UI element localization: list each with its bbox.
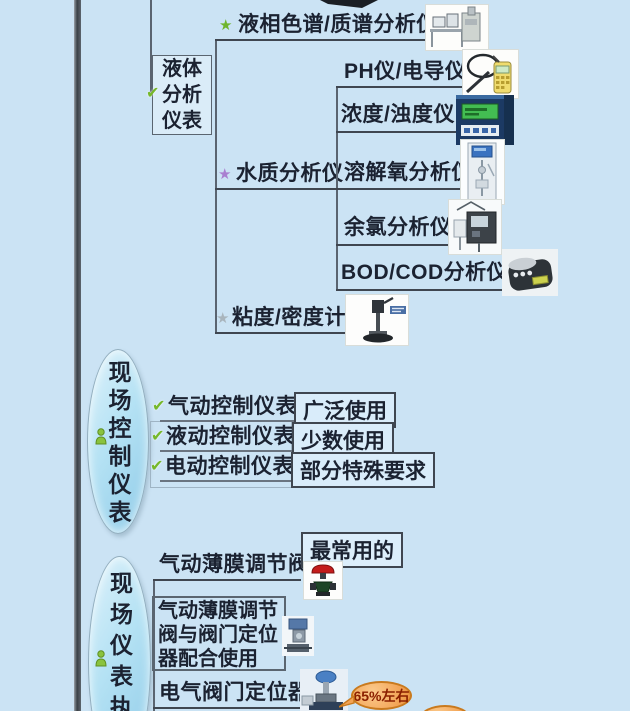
check-icon: ✔ <box>152 398 166 415</box>
subitem-residual-chlorine: 余氯分析仪 <box>344 216 452 239</box>
item-viscosity-density: 粘度/密度计 <box>232 306 346 329</box>
item-water-quality-analyzer: 水质分析仪 <box>236 162 344 185</box>
viscometer-image <box>345 294 409 346</box>
underline-bod-cod <box>336 289 502 291</box>
underline-row-hydraulic <box>160 450 292 452</box>
underline-turbidity <box>336 131 456 133</box>
row-hydraulic-control: 液动控制仪表 <box>166 425 295 448</box>
row-electric-control: 电动控制仪表 <box>165 455 294 478</box>
person-icon <box>95 650 107 667</box>
chromatograph-image <box>425 4 489 51</box>
dissolved-oxygen-analyzer-image <box>460 139 505 205</box>
callout-tail <box>339 694 355 708</box>
underline-residual-chlorine <box>336 244 448 246</box>
node-liquid-analyzer: 液体分析仪表 <box>152 55 212 135</box>
main-trunk-line <box>74 0 81 711</box>
item-lc-ms-analyzer: 液相色谱/质谱分析仪 <box>238 13 438 36</box>
callout-65-percent: 65%左右 <box>351 681 412 710</box>
subitem-turbidity: 浓度/浊度仪 <box>341 103 455 126</box>
liquid-branch-spine <box>215 39 217 332</box>
item-pneumatic-diaphragm-valve: 气动薄膜调节阀 <box>159 553 310 576</box>
item-electro-pneumatic-positioner: 电气阀门定位器 <box>159 681 310 704</box>
check-icon: ✔ <box>151 428 165 445</box>
underline-ph <box>336 86 462 88</box>
valve-positioner-image <box>282 616 314 656</box>
underline-pneumatic-valve <box>153 579 301 581</box>
subitem-dissolved-oxygen: 溶解氧分析仪 <box>344 161 473 184</box>
underline-electro-positioner <box>153 707 303 709</box>
ph-meter-image <box>462 49 519 99</box>
node-liquid-analyzer-label: 液体分析仪表 <box>162 58 202 132</box>
subitem-ph-conductivity: PH仪/电导仪 <box>344 60 467 83</box>
check-icon: ✔ <box>150 458 164 475</box>
gray-star-icon: ★ <box>216 310 230 327</box>
green-star-icon: ★ <box>219 17 233 34</box>
cutoff-image-fragment <box>320 0 378 8</box>
underline-dissolved-oxygen <box>336 188 460 190</box>
row-pneumatic-control: 气动控制仪表 <box>168 395 297 418</box>
connector-top-to-liquid-node <box>150 0 152 93</box>
bod-cod-analyzer-image <box>502 249 558 296</box>
underline-lc-ms <box>215 39 427 41</box>
underline-row-pneumatic <box>160 420 294 422</box>
electro-valve-positioner-image <box>300 669 348 711</box>
pneumatic-valve-image <box>303 561 343 600</box>
underline-row-electric <box>160 480 291 482</box>
callout-65-percent-text: 65%左右 <box>353 687 410 704</box>
chlorine-analyzer-image <box>448 199 502 255</box>
subitem-bod-cod: BOD/COD分析仪 <box>341 261 509 284</box>
underline-viscosity <box>215 332 345 334</box>
node-field-actuator-label: 现场仪表执行 <box>106 571 133 711</box>
turbidity-meter-image <box>456 95 514 145</box>
item-valve-with-positioner-label: 气动薄膜调节阀与阀门定位器配合使用 <box>158 600 278 670</box>
actuator-branch-spine <box>153 579 155 711</box>
check-icon: ✔ <box>146 85 160 102</box>
node-field-control-label: 现场控制仪表 <box>105 360 131 528</box>
purple-star-icon: ★ <box>218 166 232 183</box>
value-special-requirements: 部分特殊要求 <box>291 452 435 488</box>
cutoff-callout-fragment <box>420 705 470 711</box>
item-valve-with-positioner: 气动薄膜调节阀与阀门定位器配合使用 <box>152 596 286 671</box>
person-icon <box>95 428 107 445</box>
underline-water-quality <box>215 188 336 190</box>
node-field-instrument-actuator: 现场仪表执行 <box>88 556 151 711</box>
